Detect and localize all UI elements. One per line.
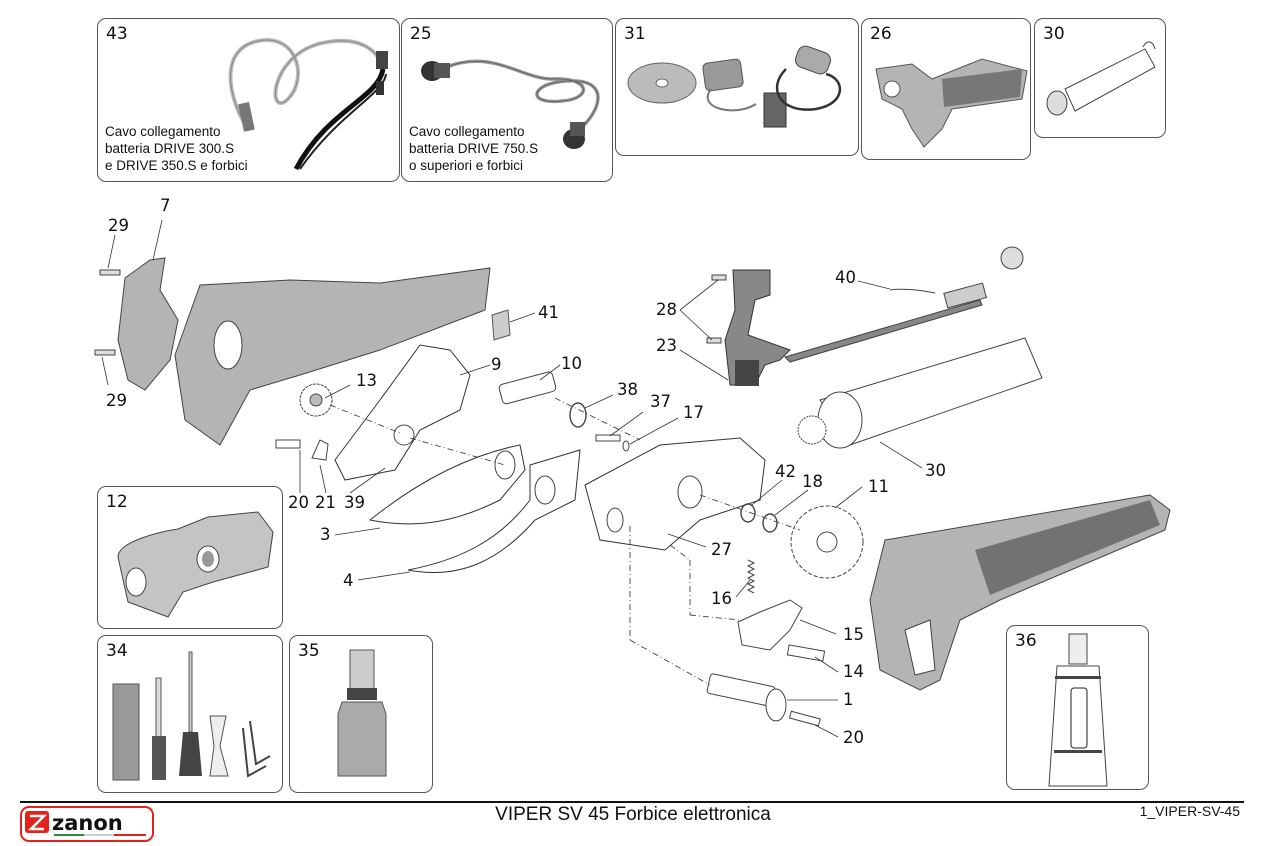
- screw-29-upper: [99, 269, 121, 276]
- washer-17: [622, 440, 630, 452]
- part-number: 34: [106, 641, 128, 661]
- accessory-box-36: 36: [1006, 625, 1149, 790]
- accessory-caption: Cavo collegamento batteria DRIVE 300.S e…: [105, 124, 248, 173]
- part-number: 30: [1043, 24, 1065, 44]
- wire-40: [889, 288, 936, 294]
- exploded-view-diagram: [94, 219, 1171, 738]
- washer-42: [740, 503, 756, 523]
- label-part-42: 42: [775, 462, 796, 481]
- screw-28-lower: [706, 337, 722, 344]
- accessory-box-34: 34: [97, 635, 283, 793]
- label-part-7: 7: [160, 196, 171, 215]
- accessory-box-12: 12: [97, 486, 283, 629]
- document-title: VIPER SV 45 Forbice elettronica: [495, 804, 771, 825]
- accessory-box-35: 35: [289, 635, 433, 793]
- connector-plug: [1000, 246, 1024, 270]
- spring-16: [746, 559, 756, 594]
- label-part-20-left: 20: [288, 493, 309, 512]
- label-part-23: 23: [656, 336, 677, 355]
- label-part-13: 13: [356, 371, 377, 390]
- logo-wordmark: zanon: [52, 811, 123, 835]
- washer-38: [569, 402, 587, 428]
- cable-43-illustration: [228, 38, 388, 171]
- label-part-27: 27: [711, 540, 732, 559]
- part-15: [737, 599, 803, 651]
- label-part-9: 9: [491, 355, 502, 374]
- accessory-box-43: 43 Cavo collegamento batteria DRIVE 300.…: [97, 18, 400, 182]
- pin-1: [706, 673, 776, 707]
- label-part-11: 11: [868, 477, 889, 496]
- main-body-shell: [174, 267, 491, 446]
- screw-28-upper: [711, 274, 727, 281]
- leader-lines: [101, 219, 923, 738]
- zanon-logo: zanon: [20, 806, 154, 842]
- accessory-box-31: 31: [615, 18, 859, 156]
- gearbox-housing-illustration: [117, 511, 274, 618]
- part-7-side-cover: [117, 257, 179, 391]
- label-part-39: 39: [344, 493, 365, 512]
- label-part-16: 16: [711, 589, 732, 608]
- label-part-30: 30: [925, 461, 946, 480]
- blade-3: [368, 444, 526, 525]
- label-part-10: 10: [561, 354, 582, 373]
- circuit-board: [943, 282, 988, 309]
- ribbon-cable: [784, 299, 983, 363]
- motor-illustration: [1046, 41, 1156, 116]
- diagnostic-kit-illustration: [627, 45, 842, 128]
- grease-tube-illustration: [1048, 633, 1108, 787]
- part-23-sensor-bracket: [724, 269, 791, 386]
- part-number: 26: [870, 24, 892, 44]
- part-21: [311, 439, 329, 461]
- document-code: 1_VIPER-SV-45: [1139, 803, 1240, 819]
- label-part-29-upper: 29: [108, 216, 129, 235]
- cable-25-illustration: [421, 59, 600, 149]
- part-10-pinion: [498, 371, 557, 405]
- label-part-3: 3: [320, 525, 331, 544]
- label-part-4: 4: [343, 571, 354, 590]
- label-part-15: 15: [843, 625, 864, 644]
- label-part-1: 1: [843, 690, 854, 709]
- label-part-18: 18: [802, 472, 823, 491]
- part-number: 12: [106, 492, 128, 512]
- screw-20-right: [788, 710, 821, 727]
- screw-37: [595, 434, 621, 442]
- label-part-20-right: 20: [843, 728, 864, 747]
- accessory-caption: Cavo collegamento batteria DRIVE 750.S o…: [409, 124, 539, 173]
- label-part-41: 41: [538, 303, 559, 322]
- part-number: 25: [410, 24, 432, 44]
- label-part-21: 21: [315, 493, 336, 512]
- tool-kit-illustration: [112, 651, 271, 781]
- part-14: [786, 644, 826, 662]
- accessory-box-26: 26: [861, 18, 1031, 160]
- label-part-38: 38: [617, 380, 638, 399]
- label-part-37: 37: [650, 392, 671, 411]
- label-part-28: 28: [656, 300, 677, 319]
- screw-29-lower: [94, 349, 116, 356]
- label-part-17: 17: [683, 403, 704, 422]
- oil-spray-illustration: [337, 649, 387, 777]
- footer-divider: [20, 801, 1244, 803]
- accessory-box-25: 25 Cavo collegamento batteria DRIVE 750.…: [401, 18, 613, 182]
- handle-shell-illustration: [875, 58, 1028, 148]
- label-part-14: 14: [843, 662, 864, 681]
- label-part-40: 40: [835, 268, 856, 287]
- washer-18: [762, 513, 778, 533]
- gearbox-plate: [584, 437, 766, 551]
- assembly-axis-lines: [329, 397, 801, 686]
- accessory-box-30: 30: [1034, 18, 1166, 138]
- part-number: 31: [624, 24, 646, 44]
- part-number: 36: [1015, 631, 1037, 651]
- part-number: 43: [106, 24, 128, 44]
- part-number: 35: [298, 641, 320, 661]
- label-part-29-lower: 29: [106, 391, 127, 410]
- part-41: [491, 309, 511, 341]
- part-9-lever: [334, 344, 471, 481]
- screw-20-left: [275, 439, 301, 449]
